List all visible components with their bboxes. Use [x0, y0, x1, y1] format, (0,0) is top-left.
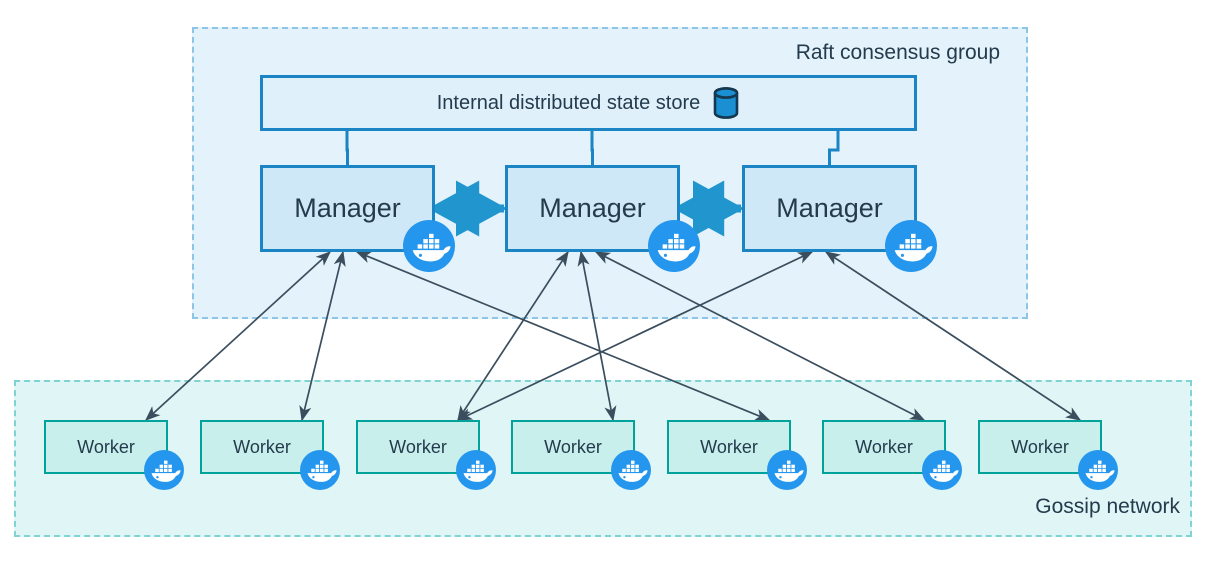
docker-whale-icon: [611, 450, 651, 490]
state-store-label: Internal distributed state store: [436, 91, 701, 114]
worker-node-label: Worker: [1011, 436, 1069, 457]
worker-node-label: Worker: [544, 436, 602, 457]
docker-whale-icon: [456, 450, 496, 490]
docker-whale-icon: [300, 450, 340, 490]
store-connectors: [345, 131, 840, 165]
worker-node-label: Worker: [389, 436, 447, 457]
internal-state-store-box[interactable]: Internal distributed state store: [260, 75, 917, 131]
docker-whale-icon: [403, 220, 455, 272]
manager-worker-connectors: [144, 250, 1082, 422]
docker-whale-icon: [1078, 450, 1118, 490]
manager-worker-arrow-2: [299, 250, 346, 422]
docker-whale-icon: [922, 450, 962, 490]
docker-whale-icon: [648, 220, 700, 272]
worker-node-label: Worker: [77, 436, 135, 457]
manager-worker-arrow-3: [355, 251, 771, 421]
manager-node-label: Manager: [776, 193, 883, 223]
manager-worker-arrow-5: [577, 250, 617, 422]
store-connector-3: [828, 131, 840, 165]
store-connector-1: [345, 131, 349, 165]
docker-whale-icon: [885, 220, 937, 272]
docker-whale-icon: [144, 450, 184, 490]
store-connector-2: [590, 131, 594, 165]
manager-node-label: Manager: [294, 193, 401, 223]
worker-node-label: Worker: [233, 436, 291, 457]
worker-node-label: Worker: [855, 436, 913, 457]
worker-node-label: Worker: [700, 436, 758, 457]
worker-node-4[interactable]: Worker: [511, 420, 635, 474]
manager-worker-arrow-7: [456, 251, 814, 421]
worker-node-1[interactable]: Worker: [44, 420, 168, 474]
manager-node-label: Manager: [539, 193, 646, 223]
database-cylinder-icon: [713, 87, 739, 119]
docker-whale-icon: [767, 450, 807, 490]
manager-worker-arrow-1: [144, 251, 332, 421]
manager-worker-arrow-8: [824, 251, 1082, 421]
